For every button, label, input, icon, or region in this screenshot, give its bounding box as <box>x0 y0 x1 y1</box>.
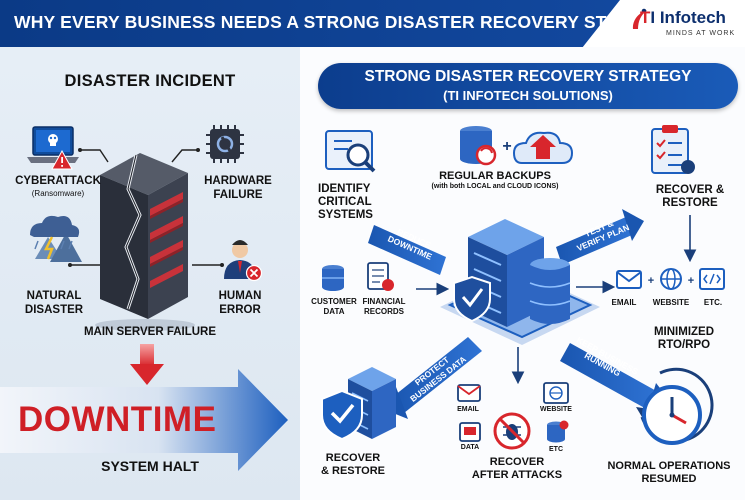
human-label-2: ERROR <box>219 304 261 316</box>
attack-data-label: DATA <box>460 444 480 451</box>
rto-rpo-clock-icon <box>636 367 714 445</box>
strategy-subtitle: (TI INFOTECH SOLUTIONS) <box>443 88 613 103</box>
regular-backups-sublabel: (with both LOCAL and CLOUD ICONS) <box>431 183 559 190</box>
customer-data-icon <box>322 265 344 291</box>
after-attack-email-icon <box>457 384 481 402</box>
strategy-graphics: + + + <box>321 125 725 450</box>
hardware-label: HARDWARE <box>204 175 272 187</box>
plus-sign: + <box>502 138 511 155</box>
clipboard-checklist-icon <box>651 125 695 174</box>
logo-tagline: MINDS AT WORK <box>666 30 736 37</box>
cloud-backup-icon <box>512 131 574 164</box>
regular-backups-label: REGULAR BACKUPS <box>439 170 551 182</box>
human-error-icon <box>224 240 263 282</box>
attack-website-label: WEBSITE <box>540 406 572 413</box>
financial-records-icon <box>367 262 394 291</box>
no-virus-icon <box>493 412 531 450</box>
strategy-title: STRONG DISASTER RECOVERY STRATEGY <box>364 68 692 85</box>
page-title: WHY EVERY BUSINESS NEEDS A STRONG DISAST… <box>14 12 680 32</box>
local-backup-icon <box>460 126 497 166</box>
central-server-icon <box>453 219 571 327</box>
main-server-failure-label: MAIN SERVER FAILURE <box>83 326 217 338</box>
identify-systems-icon <box>325 130 376 173</box>
recover-restore-bottom-label: RECOVER& RESTORE <box>321 452 385 477</box>
website-globe-icon <box>660 268 682 290</box>
logo-swoosh-icon <box>632 8 647 29</box>
after-attack-etc-icon <box>547 420 569 443</box>
natural-label: NATURAL <box>26 290 82 302</box>
plus-sign-3: + <box>688 275 694 287</box>
after-attack-website-icon <box>543 382 569 404</box>
code-window-icon <box>699 268 725 290</box>
disaster-incident-title: DISASTER INCIDENT <box>64 72 236 90</box>
email-label: EMAIL <box>611 298 637 307</box>
header-band <box>0 0 620 47</box>
natural-label-2: DISASTER <box>24 304 84 316</box>
downtime-arrow-banner <box>0 369 288 471</box>
recover-restore-top-label: RECOVER &RESTORE <box>655 184 725 209</box>
system-halt-label: SYSTEM HALT <box>101 458 199 474</box>
storm-cloud-icon <box>30 215 82 262</box>
restore-servers-shield-icon <box>321 367 396 441</box>
email-service-icon <box>616 270 642 289</box>
reduce-downtime-ribbon <box>368 225 446 275</box>
human-label: HUMAN <box>218 290 262 302</box>
header-banner: WHY EVERY BUSINESS NEEDS A STRONG DISAST… <box>0 0 745 47</box>
test-verify-ribbon <box>556 209 644 265</box>
etc-label: ETC. <box>703 298 723 307</box>
cyberattack-label: CYBERATTACK <box>15 175 101 187</box>
broken-server-icon <box>95 153 195 331</box>
cyberattack-sublabel: (Ransomware) <box>31 189 85 198</box>
attack-email-label: EMAIL <box>457 406 479 413</box>
red-down-arrow-icon <box>130 344 164 385</box>
downtime-label: DOWNTIME <box>18 400 217 439</box>
logo-name: TI Infotech <box>640 8 726 27</box>
disaster-graphics <box>0 125 288 471</box>
plus-sign-2: + <box>648 275 654 287</box>
ti-infotech-logo: TI Infotech MINDS AT WORK <box>630 7 740 43</box>
attack-etc-label: ETC <box>549 446 563 453</box>
cyberattack-laptop-icon <box>27 126 79 170</box>
strategy-title-pill: STRONG DISASTER RECOVERY STRATEGY (TI IN… <box>318 63 738 109</box>
hardware-chip-icon <box>206 125 244 163</box>
website-label: WEBSITE <box>652 298 690 307</box>
after-attack-data-icon <box>459 422 481 442</box>
hardware-label-2: FAILURE <box>213 189 263 201</box>
